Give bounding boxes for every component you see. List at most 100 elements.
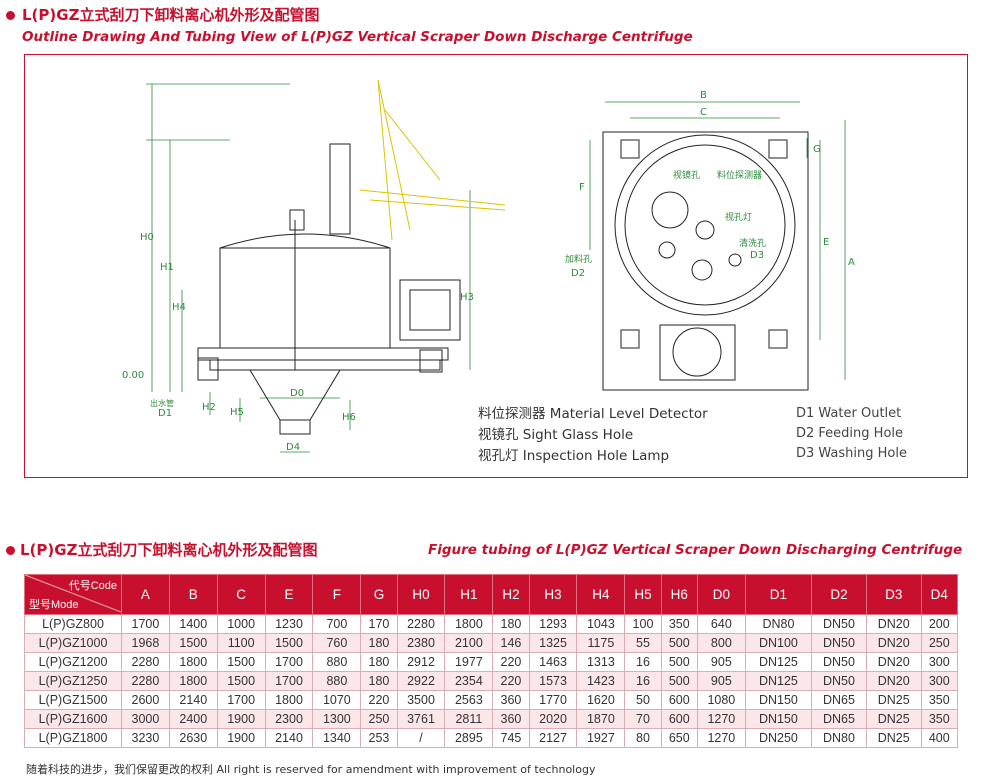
column-header-h6: H6 — [660, 574, 698, 615]
table-cell: 2811 — [444, 709, 494, 729]
dim-label-c: C — [700, 107, 707, 118]
model-cell: L(P)GZ1000 — [24, 633, 122, 653]
table-cell: 600 — [660, 690, 698, 710]
table-title-cn: L(P)GZ立式刮刀下卸料离心机外形及配管图 — [20, 541, 318, 559]
table-cell: 1700 — [216, 690, 266, 710]
table-cell: DN250 — [744, 728, 813, 748]
table-cell: 905 — [696, 671, 746, 691]
label-level-detector: 料位探测器 — [717, 169, 762, 181]
table-cell: 350 — [660, 614, 698, 634]
table-cell: 880 — [312, 671, 362, 691]
column-header-a: A — [121, 574, 170, 615]
table-cell: 180 — [360, 652, 398, 672]
table-cell: 55 — [624, 633, 662, 653]
dim-label-h3: H3 — [460, 292, 474, 303]
table-title-en: Figure tubing of L(P)GZ Vertical Scraper… — [428, 542, 963, 558]
dim-label-d1: D1 — [158, 408, 172, 419]
table-cell: DN150 — [744, 690, 813, 710]
dim-label-h2: H2 — [202, 402, 216, 413]
table-cell: DN50 — [811, 633, 867, 653]
dim-label-h1: H1 — [160, 262, 174, 273]
table-cell: 1270 — [696, 728, 746, 748]
table-cell: 1620 — [576, 690, 626, 710]
table-cell: 1100 — [216, 633, 266, 653]
table-cell: DN65 — [811, 709, 867, 729]
table-cell: 220 — [360, 690, 398, 710]
table-cell: DN50 — [811, 614, 867, 634]
dim-label-h4: H4 — [172, 302, 186, 313]
table-cell: 1325 — [528, 633, 578, 653]
table-cell: 1500 — [168, 633, 218, 653]
table-cell: 250 — [920, 633, 959, 653]
column-header-d3: D3 — [865, 574, 922, 615]
model-cell: L(P)GZ1250 — [24, 671, 122, 691]
table-cell: 3000 — [121, 709, 170, 729]
label-d3: D3 — [750, 250, 764, 261]
table-cell: 1800 — [168, 671, 218, 691]
dim-label-h6: H6 — [342, 412, 356, 423]
table-cell: 2280 — [121, 671, 170, 691]
table-cell: 1340 — [312, 728, 362, 748]
legend-feeding-hole: D2 Feeding Hole — [796, 426, 904, 441]
table-cell: 800 — [696, 633, 746, 653]
legend-inspection-lamp: 视孔灯 Inspection Hole Lamp — [478, 448, 670, 464]
table-cell: 350 — [920, 709, 959, 729]
table-cell: DN125 — [744, 671, 813, 691]
table-cell: 1043 — [576, 614, 626, 634]
table-cell: DN20 — [865, 614, 922, 634]
dim-label-a: A — [848, 257, 855, 268]
table-cell: 1293 — [528, 614, 578, 634]
label-wash-hole: 清洗孔 — [739, 237, 766, 249]
table-cell: 2020 — [528, 709, 578, 729]
corner-code-label: 代号Code — [68, 580, 117, 592]
column-header-c: C — [216, 574, 266, 615]
table-cell: 2895 — [444, 728, 494, 748]
table-cell: 1700 — [121, 614, 170, 634]
table-cell: DN50 — [811, 671, 867, 691]
table-cell: 1463 — [528, 652, 578, 672]
dim-label-h0: H0 — [140, 232, 154, 243]
dim-label-g: G — [813, 144, 821, 155]
corner-model-label: 型号Mode — [29, 599, 79, 611]
table-cell: 1000 — [216, 614, 266, 634]
table-cell: 70 — [624, 709, 662, 729]
table-cell: 220 — [492, 671, 530, 691]
table-cell: 1573 — [528, 671, 578, 691]
drawing-title-en: Outline Drawing And Tubing View of L(P)G… — [22, 29, 693, 45]
legend-level-detector: 料位探测器 Material Level Detector — [478, 406, 708, 422]
table-cell: DN25 — [865, 728, 922, 748]
column-header-h0: H0 — [396, 574, 446, 615]
table-cell: 3500 — [396, 690, 446, 710]
column-header-h5: H5 — [624, 574, 662, 615]
model-cell: L(P)GZ1500 — [24, 690, 122, 710]
column-header-h4: H4 — [576, 574, 626, 615]
table-cell: 1080 — [696, 690, 746, 710]
column-header-d1: D1 — [744, 574, 813, 615]
column-header-d2: D2 — [811, 574, 867, 615]
table-cell: 1175 — [576, 633, 626, 653]
column-header-b: B — [168, 574, 218, 615]
table-cell: 16 — [624, 671, 662, 691]
table-cell: 880 — [312, 652, 362, 672]
legend-right: D1 Water Outlet D2 Feeding Hole D3 Washi… — [796, 404, 907, 464]
table-cell: DN20 — [865, 652, 922, 672]
table-cell: 2912 — [396, 652, 446, 672]
table-cell: 1423 — [576, 671, 626, 691]
table-cell: DN25 — [865, 690, 922, 710]
table-cell: 1968 — [121, 633, 170, 653]
table-cell: 500 — [660, 633, 698, 653]
table-cell: 905 — [696, 652, 746, 672]
side-elevation-drawing: H0 H1 H4 H3 H2 H5 H6 D0 D4 0.00 出水管 D1 — [122, 79, 506, 453]
table-cell: 1313 — [576, 652, 626, 672]
table-cell: 1700 — [264, 652, 314, 672]
table-cell: 1870 — [576, 709, 626, 729]
table-cell: 170 — [360, 614, 398, 634]
table-cell: 300 — [920, 652, 959, 672]
legend-sight-glass: 视镜孔 Sight Glass Hole — [478, 427, 634, 443]
dim-label-b: B — [700, 90, 707, 101]
